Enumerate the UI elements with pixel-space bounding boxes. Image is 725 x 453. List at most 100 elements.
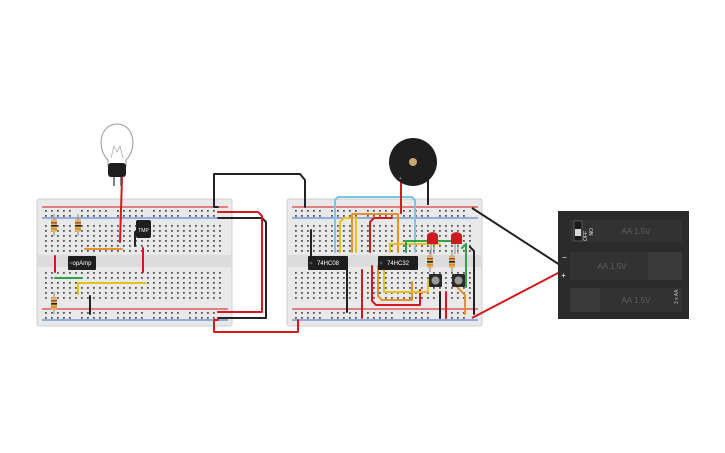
breadboard-hole	[123, 235, 125, 237]
chip-74hc08-label: 74HC08	[317, 261, 340, 267]
breadboard-hole	[319, 292, 321, 294]
buzzer-plus-icon: +	[399, 176, 402, 182]
wire-black-right-4[interactable]	[469, 246, 475, 315]
led-1[interactable]	[427, 232, 438, 254]
breadboard-hole	[123, 297, 125, 299]
breadboard-hole	[177, 235, 179, 237]
temperature-sensor[interactable]: TMP	[136, 220, 151, 238]
resistor-1[interactable]	[51, 214, 57, 236]
resistor-3[interactable]	[51, 292, 57, 314]
breadboard-hole	[379, 292, 381, 294]
wire-yellow-right-1[interactable]	[339, 217, 357, 253]
wire-orange-right-2[interactable]	[377, 265, 413, 301]
wire-yellow-right-3[interactable]	[389, 243, 441, 253]
breadboard-rail-hole	[159, 210, 161, 212]
breadboard-hole	[463, 287, 465, 289]
breadboard-hole	[427, 277, 429, 279]
breadboard-rail-hole	[189, 312, 191, 314]
breadboard-hole	[129, 250, 131, 252]
breadboard-hole	[105, 225, 107, 227]
wire-red-bridge-bottom[interactable]	[213, 319, 299, 333]
wire-red-right-loop[interactable]	[371, 265, 421, 306]
breadboard-hole	[129, 292, 131, 294]
breadboard-hole	[349, 292, 351, 294]
wire-red-left-rail[interactable]	[217, 211, 263, 313]
breadboard-hole	[361, 225, 363, 227]
resistor-5[interactable]	[449, 250, 455, 272]
wire-yellow-right-2[interactable]	[383, 265, 429, 293]
breadboard-hole	[451, 277, 453, 279]
breadboard-rail-hole	[129, 317, 131, 319]
breadboard-hole	[117, 277, 119, 279]
breadboard-rail-hole	[171, 317, 173, 319]
breadboard-hole	[219, 297, 221, 299]
breadboard-hole	[307, 230, 309, 232]
breadboard-hole	[99, 240, 101, 242]
light-bulb-icon[interactable]	[100, 123, 134, 186]
breadboard-hole	[81, 272, 83, 274]
breadboard-hole	[325, 230, 327, 232]
breadboard-hole	[325, 277, 327, 279]
breadboard-hole	[123, 250, 125, 252]
breadboard-hole	[189, 240, 191, 242]
breadboard-hole	[457, 230, 459, 232]
breadboard-hole	[301, 277, 303, 279]
breadboard-hole	[177, 225, 179, 227]
breadboard-rail-hole	[81, 312, 83, 314]
wire-black-bridge-top[interactable]	[213, 173, 306, 208]
breadboard-hole	[129, 230, 131, 232]
breadboard-hole	[457, 225, 459, 227]
breadboard-hole	[201, 225, 203, 227]
breadboard-hole	[409, 245, 411, 247]
chip-74hc08[interactable]: 74HC08	[308, 256, 348, 270]
breadboard-hole	[337, 235, 339, 237]
pushbutton-1[interactable]	[429, 274, 442, 287]
breadboard-rail-hole	[451, 215, 453, 217]
breadboard-rail-hole	[391, 317, 393, 319]
pushbutton-2[interactable]	[452, 274, 465, 287]
breadboard-hole	[213, 292, 215, 294]
piezo-buzzer[interactable]: +	[389, 138, 437, 214]
breadboard-rail-hole	[463, 215, 465, 217]
breadboard-hole	[385, 235, 387, 237]
breadboard-rail-hole	[207, 215, 209, 217]
wire-black-left-rail[interactable]	[217, 217, 267, 319]
breadboard-hole	[93, 292, 95, 294]
breadboard-hole	[135, 292, 137, 294]
wire-blue[interactable]	[334, 196, 416, 253]
led-2[interactable]	[451, 232, 462, 254]
breadboard-hole	[105, 240, 107, 242]
chip-74hc32[interactable]: 74HC32	[378, 256, 418, 270]
breadboard-hole	[57, 292, 59, 294]
wire-orange-right-1[interactable]	[351, 213, 399, 253]
breadboard-hole	[295, 225, 297, 227]
breadboard-rail-hole	[123, 215, 125, 217]
opamp-chip[interactable]: opAmp	[68, 256, 96, 270]
breadboard-hole	[313, 240, 315, 242]
breadboard-rail-hole	[367, 215, 369, 217]
breadboard-hole	[75, 240, 77, 242]
wire-green-right-2[interactable]	[461, 243, 467, 288]
breadboard-rail-hole	[51, 312, 53, 314]
breadboard-hole	[177, 282, 179, 284]
breadboard-rail-hole	[171, 215, 173, 217]
battery-pack[interactable]: ON OFF AA 1.5V AA 1.5V AA 1.5V 3 x AA − …	[558, 211, 689, 319]
breadboard-rail-hole	[367, 312, 369, 314]
wire-orange-right-3[interactable]	[454, 284, 466, 315]
breadboard-hole	[409, 282, 411, 284]
wire-red-right-2[interactable]	[369, 217, 393, 253]
resistor-4[interactable]	[427, 250, 433, 272]
breadboard-hole	[403, 287, 405, 289]
breadboard-hole	[63, 282, 65, 284]
resistor-2[interactable]	[75, 214, 81, 236]
wire-red-battery[interactable]	[471, 271, 561, 319]
wire-black-battery[interactable]	[471, 207, 561, 266]
wire-red-bulb[interactable]	[119, 177, 123, 243]
breadboard-hole	[123, 272, 125, 274]
breadboard-left[interactable]	[36, 198, 233, 327]
breadboard-rail-hole	[445, 215, 447, 217]
breadboard-hole	[207, 277, 209, 279]
breadboard-hole	[219, 250, 221, 252]
breadboard-hole	[319, 297, 321, 299]
breadboard-hole	[469, 292, 471, 294]
